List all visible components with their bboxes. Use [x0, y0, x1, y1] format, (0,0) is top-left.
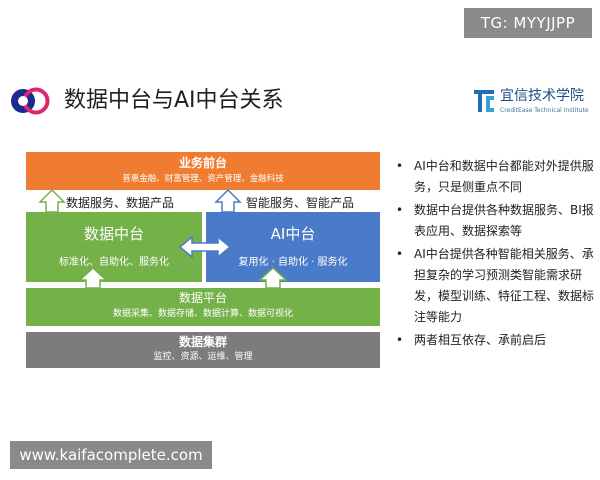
data-cluster-box: 数据集群 监控、资源、运维、管理	[26, 332, 380, 368]
data-services-label: 数据服务、数据产品	[66, 196, 175, 210]
business-frontend-title: 业务前台	[178, 156, 227, 170]
business-frontend-subtitle: 普惠金融、财富管理、资产管理、金融科技	[122, 174, 284, 184]
data-middle-platform-subtitle: 标准化、自助化、服务化	[59, 257, 169, 268]
bullet-text: AI中台和数据中台都能对外提供服务，只是侧重点不同	[414, 159, 594, 194]
bullet-item: •AI中台提供各种智能相关服务、承担复杂的学习预测类智能需求研发，模型训练、特征…	[396, 247, 595, 324]
data-cluster-title: 数据集群	[178, 335, 227, 349]
ai-middle-platform-subtitle: 复用化 · 自助化 · 服务化	[238, 257, 348, 268]
bullet-list: •AI中台和数据中台都能对外提供服务，只是侧重点不同 •数据中台提供各种数据服务…	[392, 156, 596, 353]
brand-name: 宜信技术学院	[500, 88, 584, 104]
slide-title: 数据中台与AI中台关系	[64, 88, 284, 113]
up-arrow-icon	[214, 188, 242, 213]
watermark-website: www.kaifacomplete.com	[10, 441, 212, 469]
brand-logo: 宜信技术学院 CreditEase Technical Institute	[468, 86, 594, 120]
bullet-text: AI中台提供各种智能相关服务、承担复杂的学习预测类智能需求研发，模型训练、特征工…	[414, 247, 595, 324]
data-middle-platform-title: 数据中台	[83, 225, 144, 243]
watermark-telegram: TG: MYYJJPP	[464, 8, 592, 38]
ai-middle-platform-box: AI中台 复用化 · 自助化 · 服务化	[206, 212, 380, 282]
bullet-item: •AI中台和数据中台都能对外提供服务，只是侧重点不同	[396, 159, 594, 194]
bullet-text: 两者相互依存、承前启后	[414, 333, 547, 347]
ai-services-label: 智能服务、智能产品	[246, 196, 355, 210]
data-cluster-subtitle: 监控、资源、运维、管理	[153, 352, 253, 362]
up-arrow-icon	[38, 188, 66, 213]
ai-middle-platform-title: AI中台	[270, 225, 316, 243]
data-platform-subtitle: 数据采集、数据存储、数据计算、数据可视化	[112, 309, 293, 319]
business-frontend-box: 业务前台 普惠金融、财富管理、资产管理、金融科技	[26, 152, 380, 190]
bullet-item: •数据中台提供各种数据服务、BI报表应用、数据探索等	[396, 203, 594, 238]
creditease-logo-icon	[474, 90, 494, 112]
data-platform-title: 数据平台	[178, 291, 227, 305]
bullet-text: 数据中台提供各种数据服务、BI报表应用、数据探索等	[414, 203, 594, 238]
bullet-item: •两者相互依存、承前启后	[396, 333, 547, 347]
data-middle-platform-box: 数据中台 标准化、自助化、服务化	[26, 212, 202, 282]
data-platform-box: 数据平台 数据采集、数据存储、数据计算、数据可视化	[26, 288, 380, 326]
slide-logo-icon	[11, 87, 50, 115]
brand-subtitle: CreditEase Technical Institute	[500, 107, 589, 114]
